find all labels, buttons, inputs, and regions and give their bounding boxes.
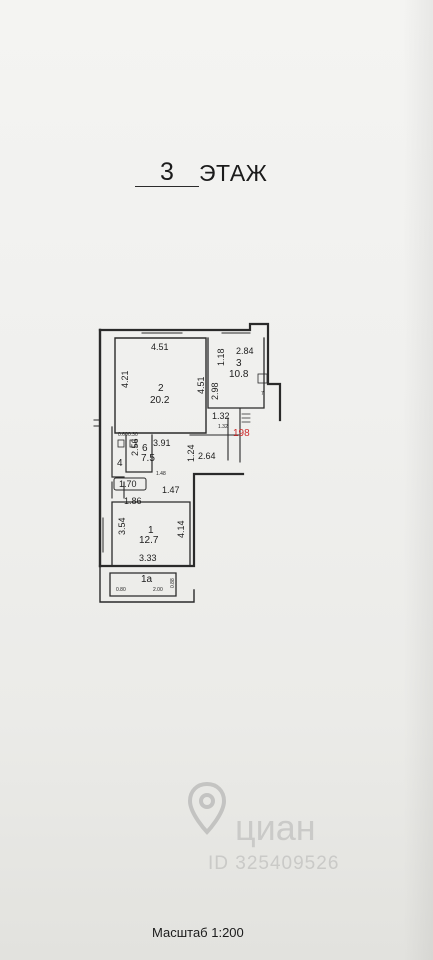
dim-4-51-side: 4.51	[196, 376, 206, 394]
fixture-bath	[117, 439, 125, 448]
dim-4-14: 4.14	[176, 520, 186, 538]
dim-3-91: 3.91	[153, 438, 171, 448]
room-1-area: 12.7	[139, 535, 159, 546]
dim-1-47: 1.47	[162, 485, 180, 495]
outer-wall-bottom	[98, 472, 245, 568]
dim-1-32-b: 1.32	[218, 424, 228, 430]
cian-watermark: циан ID 325409526	[175, 780, 425, 890]
room-7-number: 7	[261, 391, 264, 397]
paper-shadow	[403, 0, 433, 960]
room-4-number: 4	[117, 458, 123, 469]
dim-3-33: 3.33	[139, 553, 157, 563]
floor-word: ЭТАЖ	[199, 160, 268, 186]
dim-4-21: 4.21	[120, 370, 130, 388]
window-left-small	[93, 419, 101, 427]
window-room1	[99, 517, 104, 553]
inner-wall-room2	[114, 337, 207, 434]
inner-wall-hall	[125, 434, 153, 473]
room-2-area: 20.2	[150, 395, 170, 406]
dim-2-56: 2.56	[130, 438, 140, 456]
dim-0-30: 0.30	[128, 432, 138, 438]
dim-2-64: 2.64	[198, 451, 216, 461]
dim-1-24: 1.24	[186, 444, 196, 462]
outer-wall-tail	[99, 565, 195, 603]
inner-wall-room1	[111, 501, 191, 567]
inner-wall-corridor	[189, 407, 241, 463]
room-1a-number: 1а	[141, 574, 153, 585]
inner-wall-bath	[111, 426, 125, 478]
fixture-kitchen	[257, 373, 268, 384]
inner-wall-balcony	[109, 572, 177, 597]
watermark-brand: циан	[235, 807, 316, 848]
dim-0-88: 0.88	[170, 578, 176, 588]
floor-number: 3	[135, 158, 199, 187]
dim-1-86: 1.86	[124, 496, 142, 506]
dim-2-84: 2.84	[236, 346, 254, 356]
stair-mark-198: 198	[233, 428, 250, 439]
dim-3-54: 3.54	[117, 517, 127, 535]
dim-1-48: 1.48	[156, 471, 166, 477]
room-6-area: 7.5	[141, 453, 155, 464]
scale-label: Масштаб 1:200	[152, 925, 244, 940]
room-1-number: 1	[148, 525, 154, 536]
room-3-area: 10.8	[229, 369, 249, 380]
stair-lines	[241, 413, 251, 423]
window-room3	[221, 329, 251, 334]
dim-0-60: 0.60	[118, 432, 128, 438]
floor-plan-walls	[93, 322, 282, 603]
floor-plan: 4.51 4.21 2 20.2 4.51 3.91 2.84 1.18 3 1…	[90, 322, 300, 612]
floor-heading: 3 ЭТАЖ	[135, 158, 267, 187]
dim-0-80: 0.80	[116, 587, 126, 593]
dim-2-00: 2.00	[153, 587, 163, 593]
inner-wall-room3	[207, 337, 265, 409]
window-room2	[141, 329, 183, 334]
dim-2-98: 2.98	[210, 382, 220, 400]
box-1-70: 1.70	[119, 479, 137, 489]
room-3-number: 3	[236, 358, 242, 369]
room-2-number: 2	[158, 383, 164, 394]
watermark-listing-id: ID 325409526	[208, 853, 340, 874]
dim-1-18: 1.18	[216, 348, 226, 366]
fixture-wc	[129, 439, 137, 448]
dim-1-32-a: 1.32	[212, 411, 230, 421]
room-6-number: 6	[142, 443, 148, 454]
box-170	[113, 477, 147, 491]
location-pin-icon	[187, 781, 227, 835]
dim-4-51-top: 4.51	[151, 342, 169, 352]
